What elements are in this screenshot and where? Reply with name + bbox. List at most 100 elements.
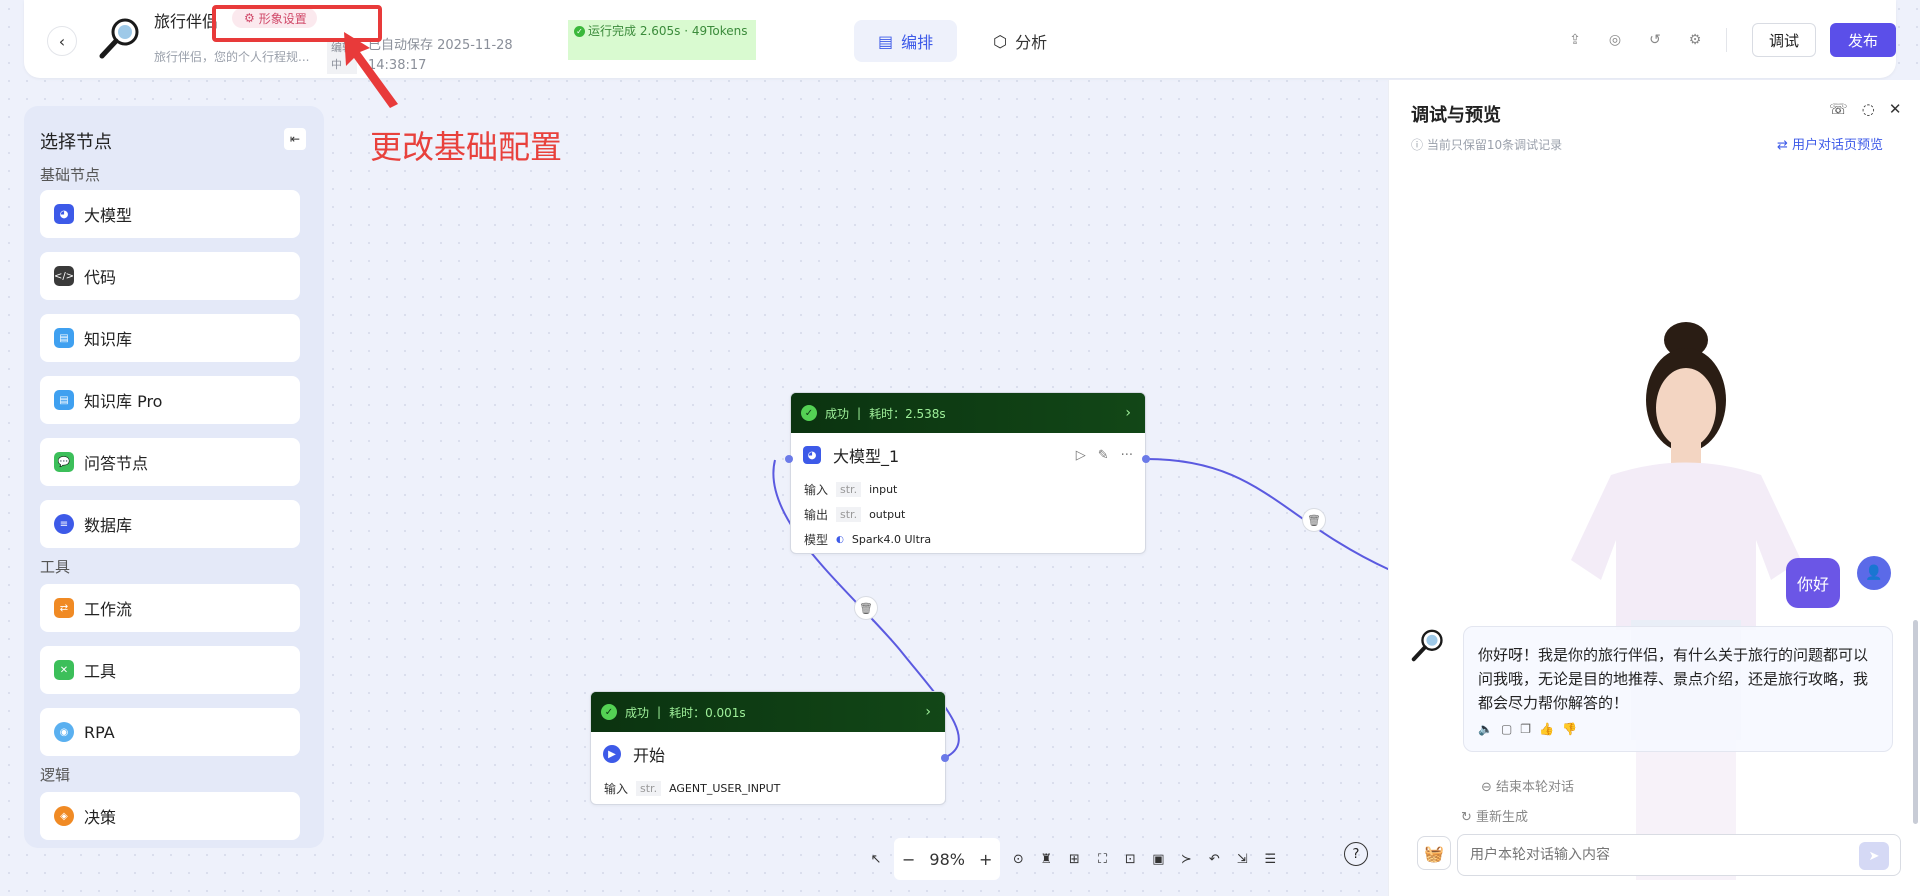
node-header: ▶ 开始 (591, 732, 945, 776)
pointer-icon[interactable]: ↖ (870, 851, 882, 867)
grid-icon[interactable]: ⊡ (1124, 851, 1136, 867)
node-item-qa[interactable]: 💬问答节点 (40, 438, 300, 486)
header-divider (1726, 28, 1727, 52)
end-conversation-button[interactable]: ⊖ 结束本轮对话 (1481, 780, 1575, 795)
zoom-in-button[interactable]: + (978, 849, 993, 869)
edge-style-icon[interactable]: ≻ (1180, 851, 1192, 867)
node-item-decision[interactable]: ◈决策 (40, 792, 300, 840)
chat-bubble-icon[interactable]: ◌ (1861, 100, 1875, 118)
send-button[interactable]: ➤ (1859, 842, 1889, 870)
node-item-label: 问答节点 (84, 454, 149, 473)
regenerate-button[interactable]: ↻ 重新生成 (1461, 810, 1529, 825)
node-item-database[interactable]: ≡数据库 (40, 500, 300, 548)
add-node-icon[interactable]: ⊞ (1068, 851, 1080, 867)
upload-icon[interactable]: ⇪ (1569, 32, 1581, 48)
edit-icon[interactable]: ✎ (1097, 447, 1109, 463)
user-message: 你好 (1786, 558, 1840, 608)
layout-icon: ▤ (878, 31, 894, 51)
trash-icon: 🗑 (1307, 513, 1321, 527)
scrollbar[interactable] (1913, 620, 1918, 824)
chevron-right-icon[interactable]: › (925, 704, 931, 720)
llm-icon: ◕ (54, 204, 74, 224)
locate-icon[interactable]: ⊙ (1012, 851, 1024, 867)
node-item-label: 工具 (84, 662, 117, 681)
start-output-port[interactable] (941, 754, 949, 762)
chat-input[interactable] (1457, 834, 1901, 876)
delete-edge-button[interactable]: 🗑 (854, 596, 878, 620)
node-item-label: 数据库 (84, 516, 133, 535)
node-name: 开始 (633, 746, 666, 765)
speaker-icon[interactable]: 🔈 (1478, 722, 1493, 736)
run-node-icon[interactable]: ▷ (1075, 447, 1086, 463)
version-icon[interactable]: ◎ (1608, 32, 1622, 48)
user-avatar: 👤 (1857, 556, 1891, 590)
llm-input-port[interactable] (785, 455, 793, 463)
debug-preview-panel: 调试与预览 ☏ ◌ ✕ ⓘ 当前只保留10条调试记录 ⇄ 用户对话页预览 你好 … (1388, 80, 1920, 896)
history-icon[interactable]: ↺ (1649, 32, 1661, 48)
export-icon[interactable]: ⇲ (1236, 851, 1248, 867)
delete-edge-button[interactable]: 🗑 (1302, 508, 1326, 532)
collapse-icon: ⇤ (289, 132, 301, 146)
annotation-highlight-box (212, 5, 382, 42)
trash-icon: 🗑 (859, 601, 873, 615)
settings-icon[interactable]: ⚙ (1688, 32, 1702, 48)
persona-badge-label: 形象设置 (258, 11, 307, 26)
thumbs-up-icon[interactable]: 👍 (1539, 722, 1555, 736)
node-time: 耗时：2.538s (869, 406, 946, 421)
node-item-code[interactable]: </>代码 (40, 252, 300, 300)
more-icon[interactable]: ··· (1120, 447, 1133, 463)
knowledge-icon: ▤ (54, 328, 74, 348)
persona-settings-badge[interactable]: ⚙ 形象设置 (232, 8, 317, 28)
basket-icon[interactable]: 🧺 (1417, 836, 1451, 870)
code-icon: </> (54, 266, 74, 286)
chevron-right-icon[interactable]: › (1125, 405, 1131, 421)
tab-orchestrate[interactable]: ▤ 编排 (854, 20, 958, 62)
help-icon[interactable]: ? (1344, 842, 1368, 866)
node-status-bar: ✓ 成功 | 耗时：0.001s › (591, 692, 945, 732)
node-item-label: 知识库 Pro (84, 392, 163, 411)
check-icon: ✓ (801, 405, 817, 421)
tab-label: 分析 (1015, 33, 1048, 52)
zoom-out-button[interactable]: − (902, 849, 916, 869)
node-item-tool[interactable]: ✕工具 (40, 646, 300, 694)
node-row-model: 模型◐Spark4.0 Ultra (804, 533, 932, 547)
node-item-workflow[interactable]: ⇄工作流 (40, 584, 300, 632)
copy-icon[interactable]: ❐ (1520, 722, 1532, 736)
decision-icon: ◈ (54, 806, 74, 826)
node-item-knowledge[interactable]: ▤ 知识库 (40, 314, 300, 362)
zoom-control: − 98% + (894, 838, 1001, 880)
node-item-llm[interactable]: ◕ 大模型 (40, 190, 300, 238)
thumbs-down-icon[interactable]: 👎 (1562, 722, 1577, 736)
node-item-label: 工作流 (84, 600, 133, 619)
undo-icon[interactable]: ↶ (1208, 851, 1220, 867)
llm-output-port[interactable] (1142, 455, 1150, 463)
robot-icon[interactable]: ♜ (1040, 851, 1053, 867)
node-item-rpa[interactable]: ◉RPA (40, 708, 300, 756)
tab-analysis[interactable]: ⬡ 分析 (969, 20, 1071, 62)
comment-icon[interactable]: ☰ (1264, 851, 1277, 867)
node-item-label: 大模型 (84, 206, 133, 225)
run-status-text: 运行完成 2.605s · 49Tokens (588, 24, 748, 38)
back-button[interactable]: ‹ (47, 26, 77, 56)
run-status-badge: ✓运行完成 2.605s · 49Tokens (568, 20, 756, 60)
play-icon: ▶ (603, 745, 621, 763)
save-icon[interactable]: ▢ (1500, 722, 1513, 736)
node-item-knowledge-pro[interactable]: ▤知识库 Pro (40, 376, 300, 424)
annotation-arrow (344, 32, 398, 108)
node-item-label: 知识库 (84, 330, 133, 349)
close-icon[interactable]: ✕ (1888, 100, 1902, 118)
panel-title: 调试与预览 (1411, 105, 1501, 126)
preview-link[interactable]: ⇄ 用户对话页预览 (1777, 138, 1884, 153)
phone-icon[interactable]: ☏ (1829, 100, 1848, 118)
user-edit-icon: ⚙ (244, 11, 255, 25)
debug-button[interactable]: 调试 (1752, 23, 1816, 57)
publish-button[interactable]: 发布 (1830, 23, 1896, 57)
fit-view-icon[interactable]: ⛶ (1097, 851, 1107, 867)
llm-icon: ◕ (803, 446, 821, 464)
minimap-icon[interactable]: ▣ (1152, 851, 1165, 867)
collapse-panel-button[interactable]: ⇤ (284, 128, 306, 150)
